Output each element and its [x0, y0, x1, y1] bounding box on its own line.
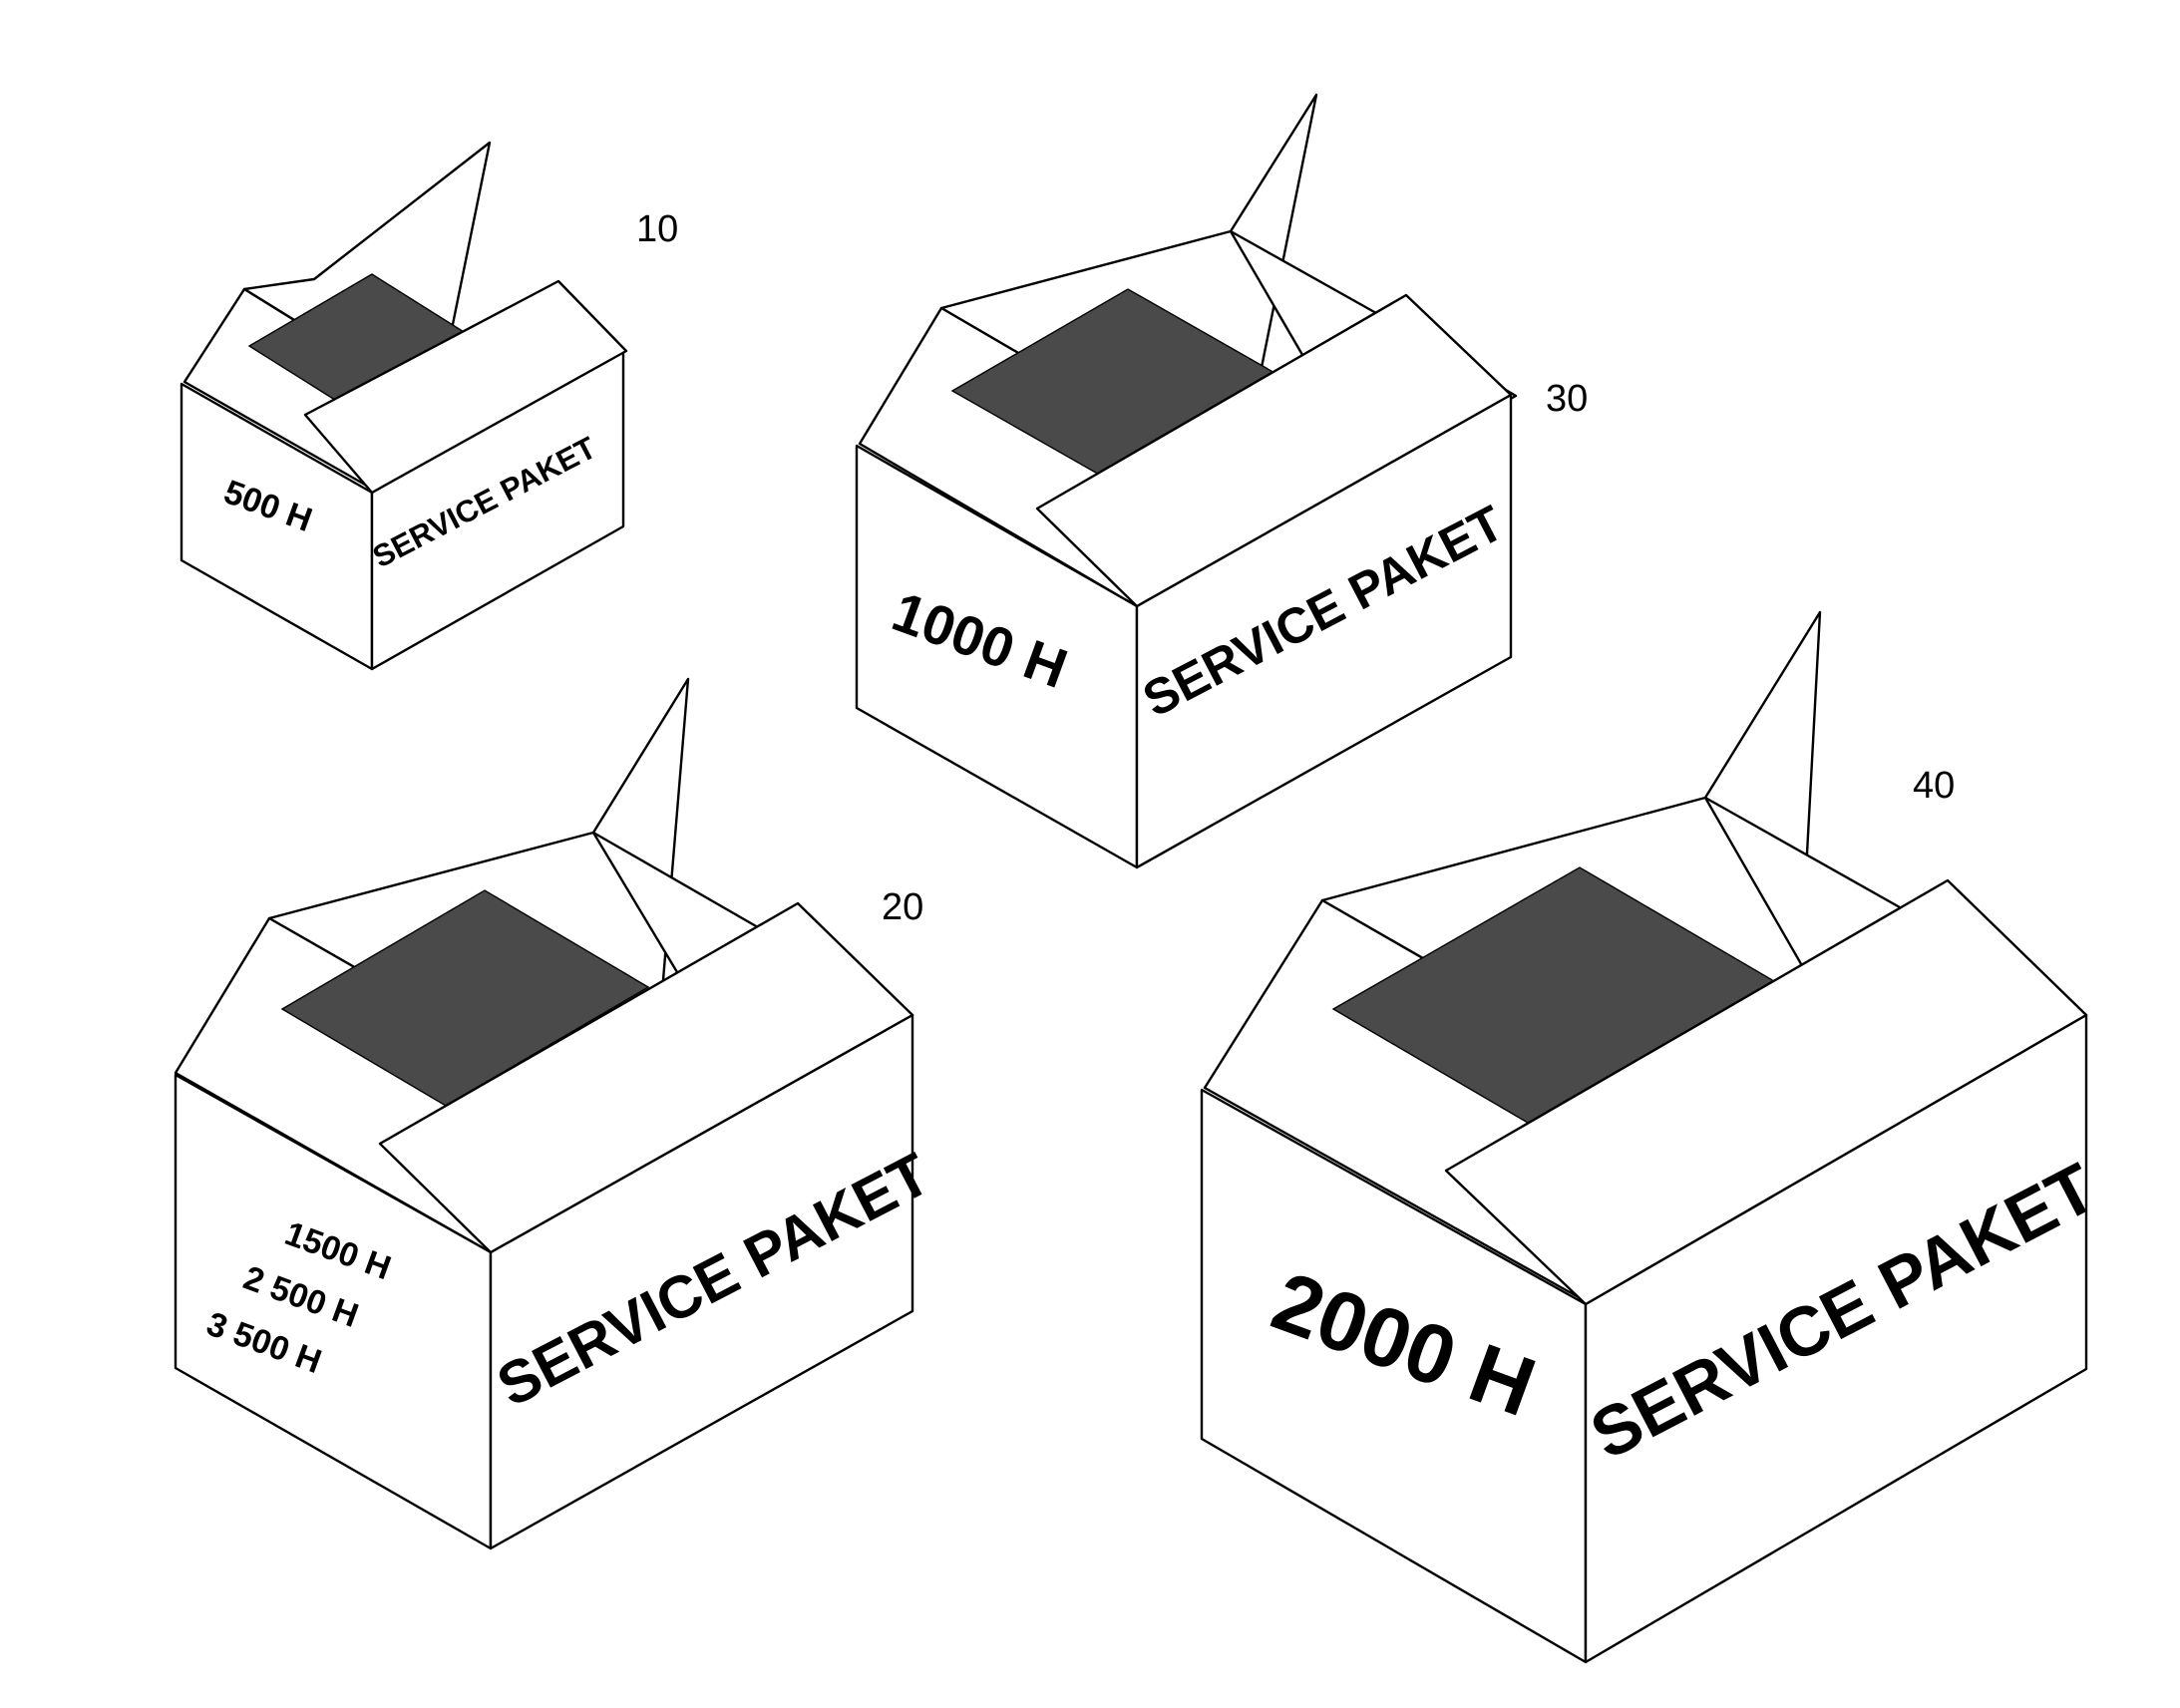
box-30: SERVICE PAKET 1000 H 30 [855, 93, 1588, 869]
box-20-tape [280, 889, 650, 1107]
box-20-reference-number: 20 [882, 886, 923, 928]
box-30-reference-number: 30 [1546, 378, 1588, 420]
box-10-reference-number: 10 [636, 208, 678, 250]
box-30-front-flap [1035, 293, 1513, 608]
box-40-reference-number: 40 [1913, 765, 1955, 807]
box-40-front-flap [1444, 878, 2088, 1306]
box-40: SERVICE PAKET 2000 H 40 [1200, 610, 2107, 1664]
box-10: SERVICE PAKET 500 H 10 [180, 141, 678, 671]
box-20: SERVICE PAKET 1500 H 2 500 H 3 500 H 20 [174, 677, 940, 1550]
box-20-front-flap [378, 901, 914, 1254]
box-10-front-flap [303, 279, 628, 495]
